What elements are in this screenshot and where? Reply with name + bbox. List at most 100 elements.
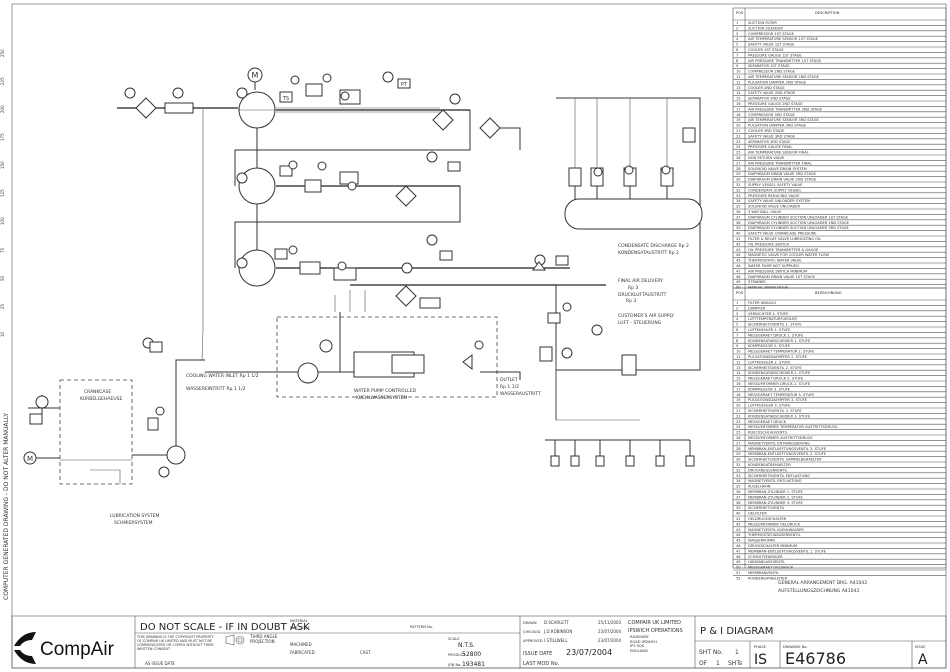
parts-row-no: 6 (736, 48, 739, 52)
drain-valve-icon (625, 455, 635, 467)
parts-row-no: 15 (736, 97, 741, 101)
machined-label: MACHINED (290, 642, 312, 647)
outlet-label: OUTLET (500, 377, 518, 383)
parts-row-desc: DIAPHRAGM DRAIN VALVE 2ND STAGE (748, 178, 817, 182)
parts-row-no: 37 (736, 495, 741, 499)
parts-row-no: 16 (736, 382, 741, 386)
approved-date: 23/07/2004 (598, 638, 622, 643)
parts-row-desc: KONDENSATABSCHEIDER 3. STUFE (748, 414, 811, 418)
drawn-by: D.SCARLETT (544, 620, 569, 625)
parts-row-desc: PRESSURE GAUGE FINAL (748, 145, 792, 149)
parts-row-no: 5 (736, 323, 738, 327)
general-arrangement-label: GENERAL ARRANGEMENT DRG. A41043 (778, 580, 867, 586)
parts-row-no: 32 (736, 188, 741, 192)
parts-row-desc: DRUCKSCHALTER MINIMUM (748, 544, 797, 548)
issue-date-value: 23/07/2004 (566, 648, 612, 657)
parts-row-desc: AIR TEMPERATURE SENSOR 3RD STAGE (748, 118, 819, 122)
parts-row-desc: SOLENOID VALVE DRAIN SYSTEM (748, 167, 807, 171)
approved-label: APPROVED (523, 639, 543, 643)
parts-row-no: 5 (736, 43, 738, 47)
parts-row-no: 36 (736, 490, 741, 494)
parts-row-no: 44 (736, 253, 741, 257)
parts-row-no: 27 (736, 161, 741, 165)
parts-row-no: 42 (736, 522, 741, 526)
parts-row-desc: 3 WAY BALL VALVE (748, 210, 782, 214)
parts-row-desc: WASSERPUMPE (748, 539, 776, 543)
mat-code-label: MAT. CODE (290, 626, 310, 630)
parts-row-desc: MEMBRAN-ZYLINDER 1. STUFE (748, 490, 804, 494)
scale-tick-label: 125 (0, 189, 5, 197)
parts-row-desc: PRESSURE GAUGE 2ND STAGE (748, 102, 803, 106)
parts-row-no: 21 (736, 129, 741, 133)
parts-header-title: DESCRIPTION (815, 11, 840, 15)
parts-row-no: 48 (736, 555, 741, 559)
parts-row-no: 49 (736, 560, 741, 564)
parts-row-desc: MESSUMFORMER DRUCK 2. STUFE (748, 382, 811, 386)
parts-row-desc: MEMBRAN-ZYLINDER 2. STUFE (748, 495, 804, 499)
parts-row-no: 28 (736, 447, 741, 451)
copyright-note: THIS DRAWING IS THE COPYRIGHT PROPERTY O… (137, 635, 214, 651)
cast-label: CAST (360, 650, 371, 655)
parts-row-desc: KONDENSATBEHAELTER (748, 463, 791, 467)
parts-row-no: 10 (736, 70, 741, 74)
parts-row-no: 49 (736, 280, 741, 284)
parts-row-desc: PULSATIONSDAEMPFER 3. STUFE (748, 398, 808, 402)
parts-row-no: 37 (736, 215, 741, 219)
drain-valve-icon (550, 455, 560, 467)
sht-no-label: SHT No. (699, 649, 723, 656)
scale-tick-label: 50 (0, 275, 5, 281)
parts-row-desc: KONDENSATABSCHEIDER 2. STUFE (748, 371, 811, 375)
parts-row-desc: COMPRESSOR 1ST STAGE (748, 32, 795, 36)
scale-value: N.T.S. (458, 642, 475, 649)
parts-row-desc: SAFETY VALVE 1ST STAGE (748, 43, 795, 47)
parts-row-no: 42 (736, 242, 741, 246)
parts-row-desc: COMPRESSOR 3RD STAGE (748, 113, 795, 117)
parts-row-no: 46 (736, 264, 741, 268)
parts-row-no: 11 (736, 355, 741, 359)
parts-row-no: 12 (736, 360, 741, 364)
parts-row-no: 38 (736, 501, 741, 505)
parts-row-no: 9 (736, 344, 739, 348)
parts-row-no: 50 (736, 286, 741, 290)
condensate-label: CONDENSATE DISCHARGE Rp 2 (618, 243, 689, 249)
tag-2 (172, 87, 184, 99)
parts-row-desc: THERMOSTAT-WASSERVENTIL (747, 533, 801, 537)
parts-row-no: 45 (736, 539, 741, 543)
checked-by: J.D.ROBINSON (543, 629, 572, 634)
final-air-de-size: Rp 3 (626, 298, 636, 304)
drawing-no: E46786 (785, 649, 846, 668)
cooling-inlet-label-de: WASSEREINTRITT Rp 1 1/2 (186, 386, 246, 392)
parts-row-desc: OELFILTER (748, 512, 767, 516)
parts-row-desc: SEPARATOR 2ND STAGE (748, 97, 791, 101)
parts-row-no: 47 (736, 269, 741, 273)
parts-row-no: 19 (736, 398, 741, 402)
ts-label-1: TS (282, 96, 289, 102)
parts-row-desc: OELDRUCKSCHALTER (748, 517, 787, 521)
parts-row-desc: MESSUMFORMER AUSTRITTSDRUCK (748, 436, 813, 440)
parts-row-no: 30 (736, 178, 741, 182)
material-label: MATERIAL (290, 619, 308, 623)
parts-row-desc: NON RETURN VALVE (748, 156, 785, 160)
parts-row-desc: SICHERHEITSVENTIL SAMMELBEHAELTER (748, 458, 822, 462)
scale-tick-label: 250 (0, 49, 5, 57)
parts-row-desc: SCHMUTZFAENGER (748, 555, 783, 559)
parts-header-pos: POS (736, 11, 744, 15)
final-air-size: Rp 3 (628, 285, 638, 291)
parts-row-no: 29 (736, 172, 741, 176)
crankcase-label-de: KURBELGEHAEUSE (80, 396, 122, 402)
separator-1-icon (432, 109, 454, 131)
parts-row-no: 16 (736, 102, 741, 106)
issue-date-label: ISSUE DATE (523, 651, 552, 657)
parts-row-desc: MEMBRAN-ZYLINDER 3. STUFE (748, 501, 804, 505)
issue-date-note: AS ISSUE DATE (145, 661, 175, 666)
parts-row-no: 18 (736, 113, 741, 117)
parts-row-no: 17 (736, 387, 741, 391)
parts-row-desc: DRUCKREGLERVENTIL (748, 468, 788, 472)
parts-row-desc: SAFETY VALVE UNLOADER SYSTEM (748, 199, 810, 203)
parts-row-no: 33 (736, 194, 741, 198)
parts-row-no: 14 (736, 91, 741, 95)
oil-pump-icon (166, 445, 186, 465)
parts-row-desc: SICHERHEITSVENTIL (748, 506, 785, 510)
parts-row-desc: VERDICHTER 1. STUFE (748, 312, 789, 316)
